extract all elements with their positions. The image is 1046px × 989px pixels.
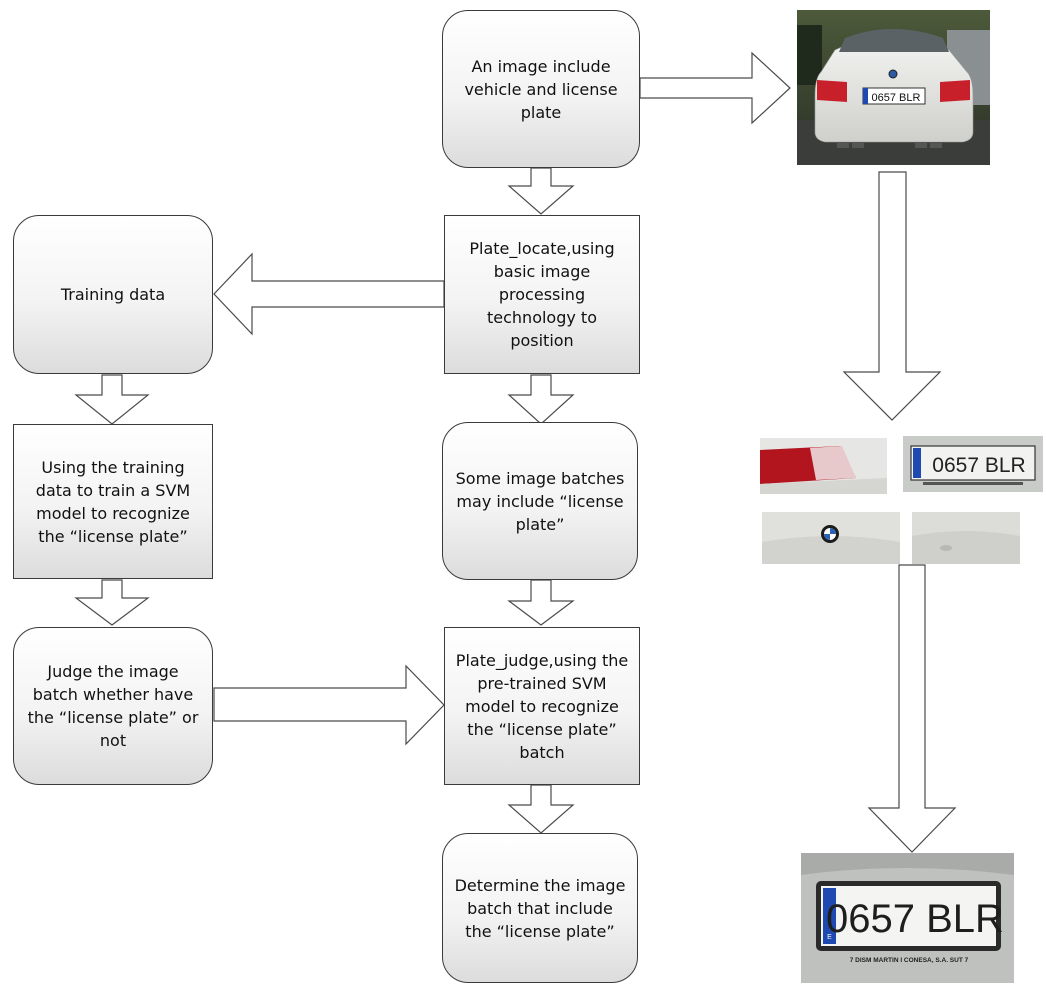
input-image-node: An image include vehicle and license pla…	[442, 10, 640, 168]
final-plate-country: E	[827, 934, 832, 941]
arrow-batches-to-judge	[507, 579, 575, 626]
judge-batch-node: Judge the image batch whether have the “…	[13, 627, 213, 785]
arrow-car-to-crops	[842, 171, 942, 421]
crop-trunk	[912, 512, 1020, 564]
train-svm-label: Using the training data to train a SVM m…	[35, 457, 191, 546]
final-plate-photo: E 0657 BLR 7 DISM MARTIN I CONESA, S.A. …	[801, 853, 1014, 983]
arrow-svm-to-judge	[74, 579, 150, 626]
training-data-label: Training data	[60, 285, 166, 304]
plate-locate-node: Plate_locate,using basic image processin…	[444, 215, 640, 374]
arrow-judgebatch-to-platejudge	[213, 664, 445, 746]
arrow-to-car-photo	[639, 51, 791, 125]
car-photo: 0657 BLR	[797, 10, 990, 165]
plate-judge-label: Plate_judge,using the pre-trained SVM mo…	[455, 650, 629, 762]
car-plate-text: 0657 BLR	[872, 92, 921, 104]
training-data-node: Training data	[13, 215, 213, 374]
arrow-training-to-svm	[74, 374, 150, 425]
crop-logo	[762, 512, 900, 564]
judge-batch-label: Judge the image batch whether have the “…	[27, 662, 199, 750]
image-batches-label: Some image batches may include “license …	[455, 468, 625, 534]
image-batches-node: Some image batches may include “license …	[442, 422, 638, 580]
arrow-judge-to-determine	[507, 784, 575, 834]
arrow-locate-to-batches	[507, 374, 575, 425]
input-image-label: An image include vehicle and license pla…	[464, 56, 618, 122]
final-plate-footer: 7 DISM MARTIN I CONESA, S.A. SUT 7	[850, 957, 969, 964]
train-svm-node: Using the training data to train a SVM m…	[13, 424, 213, 579]
determine-batch-node: Determine the image batch that include t…	[442, 833, 638, 983]
crop-tail-light	[760, 438, 887, 494]
arrow-image-to-locate	[507, 167, 575, 215]
arrow-crops-to-final	[867, 564, 957, 853]
determine-batch-label: Determine the image batch that include t…	[454, 875, 626, 941]
plate-locate-label: Plate_locate,using basic image processin…	[469, 239, 615, 350]
arrow-locate-to-training	[213, 252, 445, 336]
final-plate-text: 0657 BLR	[826, 897, 1004, 941]
crop-plate: 0657 BLR	[903, 436, 1043, 492]
crop-plate-text: 0657 BLR	[932, 454, 1025, 477]
plate-judge-node: Plate_judge,using the pre-trained SVM mo…	[444, 627, 640, 785]
